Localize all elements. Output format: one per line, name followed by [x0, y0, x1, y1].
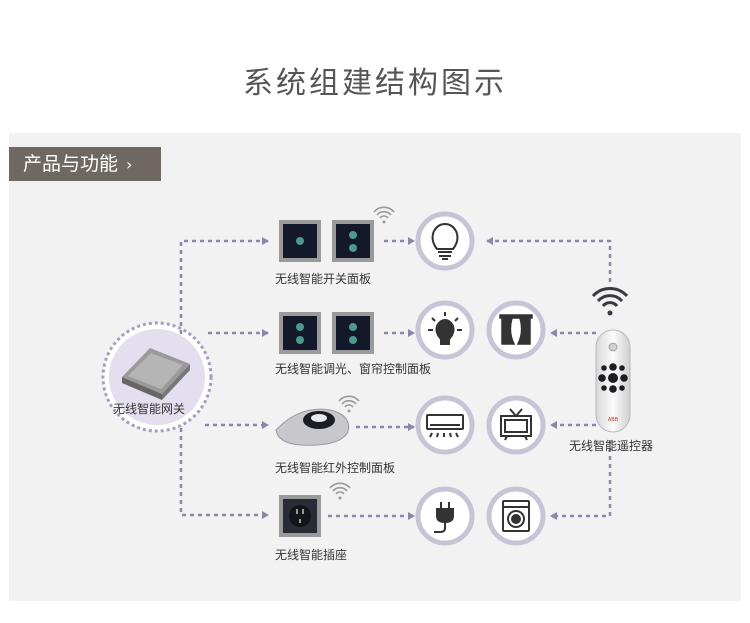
- ir-panel-node: [275, 408, 350, 446]
- lamp-icon: [428, 312, 462, 345]
- dimmer-curtain-panel-node: [279, 312, 374, 354]
- page-title: 系统组建结构图示: [243, 66, 507, 101]
- switch-panel-node: [279, 220, 374, 262]
- wifi-icon-ir: [338, 395, 360, 413]
- gateway-label: 无线智能网关: [113, 402, 186, 416]
- gateway-device-icon: [122, 348, 190, 400]
- remote-brand-logo: ABB: [608, 417, 619, 423]
- socket-node: [279, 495, 321, 537]
- ir-panel-label: 无线智能红外控制面板: [275, 461, 396, 475]
- socket-label: 无线智能插座: [275, 548, 348, 562]
- air-conditioner-icon: [426, 414, 464, 438]
- device-links: [328, 237, 415, 520]
- remote-links: [486, 237, 612, 520]
- chevron-right-icon: ›: [126, 155, 133, 174]
- curtain-icon: [499, 314, 533, 345]
- wifi-icon-switch: [373, 206, 395, 224]
- remote-label: 无线智能遥控器: [569, 439, 654, 453]
- dimmer-curtain-panel-label: 无线智能调光、窗帘控制面板: [275, 362, 432, 376]
- washing-machine-icon: [502, 500, 530, 532]
- gateway-links: [179, 237, 269, 519]
- switch-panel-label: 无线智能开关面板: [275, 272, 372, 286]
- section-tag-label: 产品与功能: [23, 153, 119, 175]
- remote-node: ABB: [595, 329, 631, 433]
- appliance-circles: [415, 211, 546, 546]
- tv-icon: [500, 408, 532, 441]
- light-bulb-icon: [431, 222, 459, 260]
- gateway-node: [101, 321, 213, 433]
- wifi-icon-remote: [591, 286, 629, 316]
- wifi-icon-socket: [329, 482, 351, 500]
- section-tag: 产品与功能 ›: [9, 147, 161, 181]
- plug-icon: [434, 502, 454, 533]
